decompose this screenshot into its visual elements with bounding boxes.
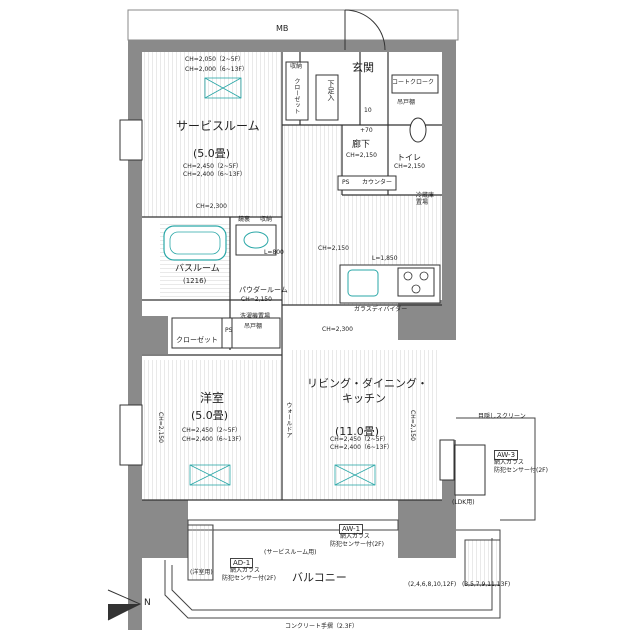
entrance-door	[344, 9, 386, 51]
aw1-label: AW-1	[339, 524, 364, 535]
living-ch1: CH=2,450（2~5F）	[330, 436, 390, 443]
balcony-name: バルコニー	[292, 571, 347, 584]
corridor-floor	[282, 125, 342, 305]
mirror-label: 鏡裏	[238, 216, 251, 223]
window-frames	[119, 119, 486, 496]
ad1-glass: 網入ガラス	[230, 567, 260, 574]
service-room-name: サービスルーム	[176, 119, 260, 133]
fridge-label: 冷蔵庫置場	[416, 192, 435, 206]
north-label: N	[144, 598, 151, 608]
service-room-ch1: CH=2,050（2~5F）	[185, 56, 245, 63]
western-room-name: 洋室	[200, 391, 225, 405]
screen-label: 目隠しスクリーン	[478, 413, 526, 420]
fixtures-boxes	[171, 61, 455, 481]
balcony-outline	[164, 417, 536, 619]
powder-room-ch: CH=2,150	[241, 296, 272, 303]
kitchen-counter	[339, 264, 441, 304]
aw1-for: (サービスルーム用)	[264, 549, 317, 556]
western-room-size: (5.0畳)	[191, 409, 229, 422]
l1850-label: L=1,850	[372, 255, 398, 262]
ad1-sensor: 防犯センサー付(2F)	[222, 575, 276, 582]
laundry-ps: PS	[225, 327, 233, 334]
closet-top-vertical-label: クローゼット	[292, 78, 300, 114]
mid-ch: CH=2,150	[318, 245, 349, 252]
western-room-ch2: CH=2,400（6~13F）	[182, 436, 245, 443]
wall-door-label: ウォールドア	[284, 402, 292, 438]
washbasin	[235, 224, 277, 256]
counter-label: カウンター	[362, 179, 393, 186]
coat-closet-label: コートクローク	[392, 79, 435, 86]
bathroom-size: (1216)	[183, 277, 207, 285]
laundry-hanging: 吊戸棚	[244, 323, 263, 330]
living-size: (11.0畳)	[335, 425, 380, 438]
living-ch2: CH=2,400（6~13F）	[330, 444, 393, 451]
bathtub	[163, 225, 227, 261]
shoe-closet-label: 下足入	[327, 80, 336, 101]
service-room-ch5: CH=2,300	[196, 203, 227, 210]
aw1-glass: 網入ガラス	[340, 533, 370, 540]
balcony-floors-odd: (3,5,7,9,11,13F)	[462, 581, 511, 588]
mb-label: MB	[276, 24, 289, 33]
toilet-ch: CH=2,150	[394, 163, 425, 170]
north-arrow	[107, 589, 142, 621]
living-name-2: キッチン	[342, 392, 386, 405]
railing-label: コンクリート手摺（2.3F）	[285, 623, 358, 630]
toilet-name: トイレ	[397, 153, 421, 162]
western-room-floor	[142, 360, 282, 500]
corridor-ch: CH=2,150	[346, 152, 377, 159]
western-room-ch-vertical: CH=2,150	[156, 412, 164, 443]
counter-ps: PS	[342, 179, 350, 186]
service-room-size: (5.0畳)	[193, 147, 231, 160]
western-room-ch1: CH=2,450（2~5F）	[182, 427, 242, 434]
aw3-glass: 網入ガラス	[494, 459, 524, 466]
walls	[128, 40, 456, 630]
aw3-label: AW-3	[494, 450, 519, 461]
service-room-floor	[142, 52, 282, 217]
corridor-name: 廊下	[352, 140, 371, 150]
living-floor	[290, 350, 440, 500]
closet-top-label: 収納	[290, 63, 303, 70]
ldk-for: (LDK用)	[452, 499, 475, 506]
ten-label: 10	[364, 107, 372, 114]
ad1-for: (洋室用)	[190, 569, 213, 576]
entrance-label: 玄関	[352, 61, 374, 74]
powder-room-name: パウダールーム	[239, 286, 288, 294]
l800-label: L=800	[264, 249, 284, 256]
service-room-ch2: CH=2,000（6~13F）	[185, 66, 248, 73]
living-name-1: リビング・ダイニング・	[307, 377, 428, 390]
toilet-bowl	[409, 117, 427, 143]
laundry-name: 洗濯機置場	[240, 313, 271, 320]
bathroom-name: バスルーム	[175, 264, 220, 274]
plus70-label: +70	[360, 127, 373, 134]
service-room-ch4: CH=2,400（6~13F）	[183, 171, 246, 178]
hanging-shelf-top-label: 吊戸棚	[397, 99, 416, 106]
aw1-sensor: 防犯センサー付(2F)	[330, 541, 384, 548]
glass-divider-label: ガラスディバイダー	[354, 306, 408, 313]
storage-label: 収納	[260, 216, 273, 223]
closet-western-label: クローゼット	[176, 336, 218, 344]
ad1-label: AD-1	[230, 558, 254, 569]
laundry-ch: CH=2,300	[322, 326, 353, 333]
balcony-floors-even: (2,4,6,8,10,12F)	[408, 581, 457, 588]
mb-strip	[127, 9, 459, 41]
ac-marks	[189, 77, 376, 486]
living-ch-vertical: CH=2,150	[408, 410, 416, 441]
service-room-ch3: CH=2,450（2~5F）	[183, 163, 243, 170]
aw3-sensor: 防犯センサー付(2F)	[494, 467, 548, 474]
